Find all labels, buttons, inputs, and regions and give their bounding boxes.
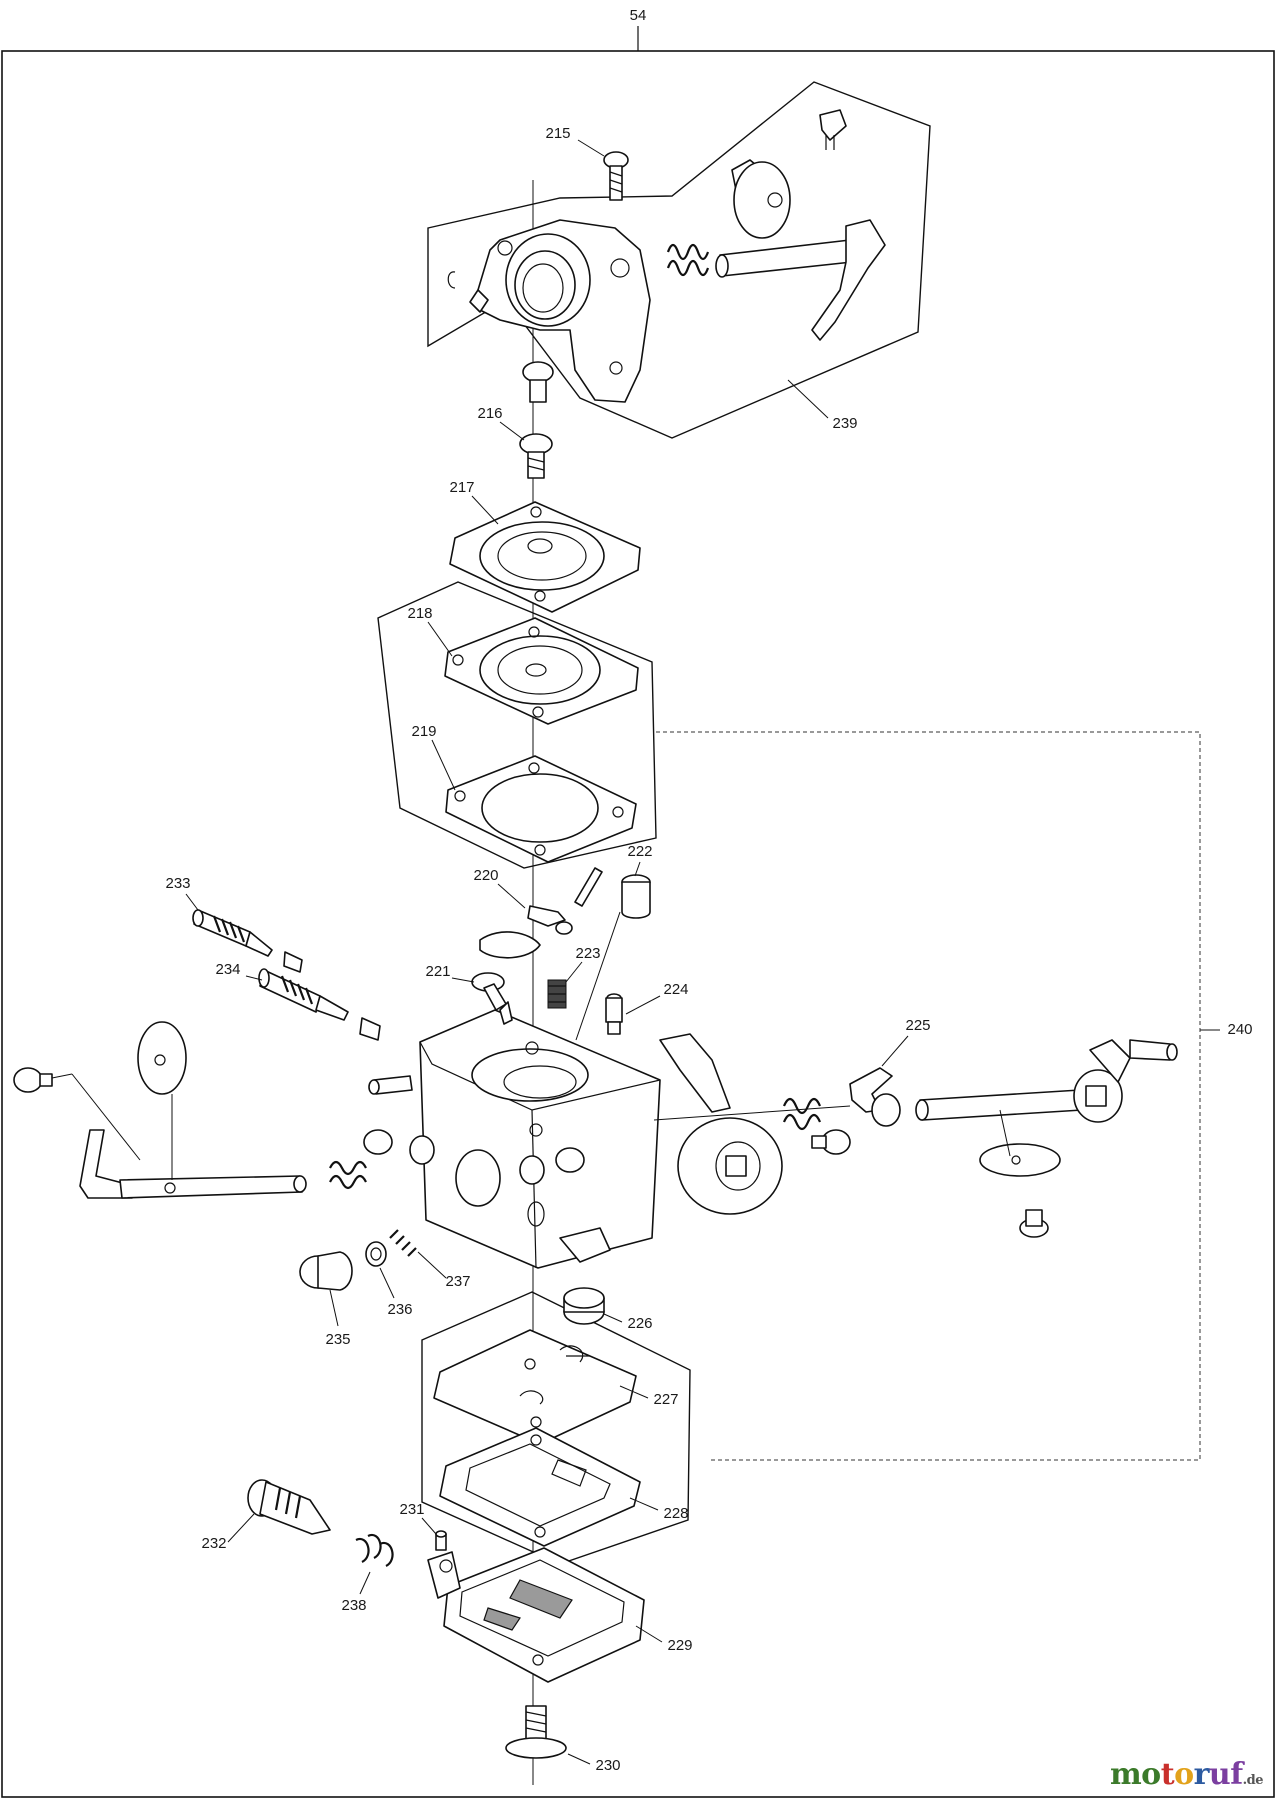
part-226-cap: [563, 1287, 605, 1325]
part-235-spring: [389, 1229, 417, 1257]
part-221-screw: [471, 972, 507, 1011]
part-239-choke-housing: [447, 219, 651, 403]
part-right-lever: [659, 1033, 822, 1215]
part-216-screw: [519, 433, 553, 479]
label-240: 240: [1227, 1021, 1252, 1038]
label-236: 231: [399, 1501, 424, 1518]
brand-part-1: mo: [1109, 1757, 1161, 1792]
part-throttle-spring-left: [329, 1160, 367, 1190]
label-238: 238: [341, 1597, 366, 1614]
group-239-outline: [427, 81, 931, 439]
part-throttle-shaft-right: [915, 1039, 1178, 1123]
part-right-screw: [811, 1129, 1049, 1238]
part-choke-spring: [666, 243, 710, 277]
brand-part-5: uf: [1208, 1757, 1243, 1792]
label-220: 220: [473, 867, 498, 884]
label-230: 230: [595, 1757, 620, 1774]
label-219: 219: [411, 723, 436, 740]
label-226: 226: [627, 1315, 652, 1332]
label-218: 218: [407, 605, 432, 622]
part-238-spring: [355, 1533, 394, 1567]
label-234: 236: [387, 1301, 412, 1318]
label-224: 224: [663, 981, 688, 998]
label-233: 235: [325, 1331, 350, 1348]
label-231: 233: [165, 875, 190, 892]
brand-suffix: .de: [1242, 1773, 1264, 1788]
label-221: 221: [425, 963, 450, 980]
part-218-pump-diaphragm: [444, 617, 639, 725]
label-222: 222: [627, 843, 652, 860]
label-216: 216: [477, 405, 502, 422]
frame-label: 54: [630, 7, 647, 24]
brand-logo: motoruf.de: [1109, 1757, 1264, 1792]
part-throttle-plate-right: [979, 1143, 1061, 1177]
label-228: 228: [663, 1505, 688, 1522]
part-219-gasket: [445, 755, 637, 863]
gasket-set-outline: [421, 1291, 691, 1565]
label-235: 237: [445, 1273, 470, 1290]
label-229: 229: [667, 1637, 692, 1654]
part-throttle-shaft-left: [79, 1129, 307, 1199]
group-240-outline: [377, 581, 657, 869]
label-225: 225: [905, 1017, 930, 1034]
label-227: 227: [653, 1391, 678, 1408]
part-229-metering-cover: [427, 1547, 645, 1683]
brand-part-3: o: [1174, 1757, 1194, 1792]
part-232-adjust-needle: [258, 968, 381, 1041]
part-225-clip: [849, 1067, 901, 1127]
part-housing-screw: [522, 361, 554, 403]
part-throttle-plate-left: [137, 1021, 187, 1095]
part-222-needle-valve: [621, 874, 651, 919]
label-223: 223: [575, 945, 600, 962]
part-215-screw: [603, 151, 629, 201]
part-224-fitting: [605, 993, 623, 1035]
part-236-pin: [435, 1530, 447, 1551]
part-217-pump-cover: [449, 501, 641, 613]
label-215: 215: [545, 125, 570, 142]
part-220-inlet-lever: [479, 867, 603, 959]
part-230-screw: [505, 1705, 567, 1759]
part-234-ring: [365, 1241, 387, 1267]
part-231-adjust-needle: [192, 909, 303, 973]
label-237: 232: [201, 1535, 226, 1552]
brand-part-2: t: [1160, 1757, 1175, 1792]
part-237-screw: [247, 1479, 331, 1535]
part-choke-shaft: [715, 109, 886, 341]
label-239: 239: [832, 415, 857, 432]
brand-part-4: r: [1193, 1757, 1210, 1792]
label-232: 234: [215, 961, 240, 978]
part-228-gasket: [439, 1427, 641, 1547]
part-233-plug: [299, 1251, 353, 1291]
part-223-spring: [547, 979, 567, 1009]
label-217: 217: [449, 479, 474, 496]
part-carburetor-body: [363, 1001, 661, 1269]
part-left-screw: [13, 1067, 53, 1093]
part-227-metering-diaphragm: [433, 1329, 637, 1445]
